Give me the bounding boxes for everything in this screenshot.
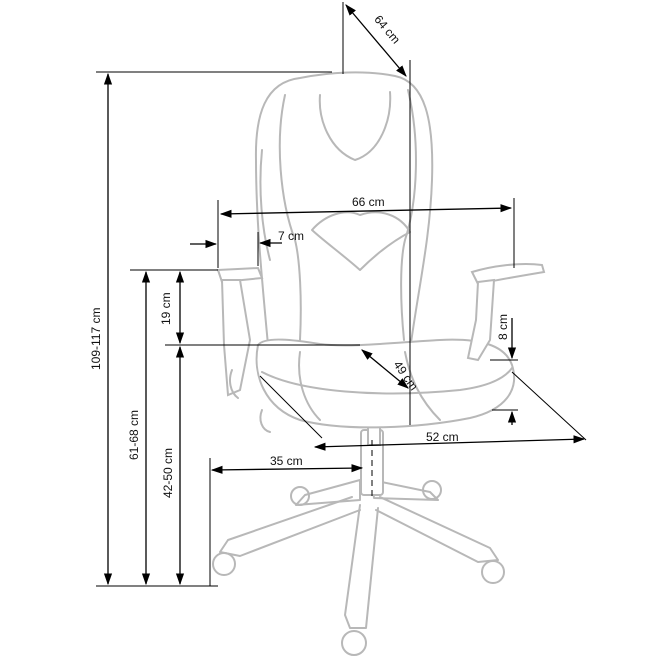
width-dimension-line (219, 204, 513, 218)
label-42-50cm: 42-50 cm (161, 448, 175, 498)
dimension-lines (96, 2, 587, 587)
seat-diagonal-dimension-line (361, 349, 409, 389)
chair-left-armrest (216, 266, 264, 399)
label-52cm: 52 cm (426, 430, 459, 444)
seat-depth-dimension-line (313, 435, 586, 451)
label-8cm: 8 cm (496, 314, 510, 340)
label-109-117cm: 109-117 cm (89, 308, 103, 370)
label-7cm: 7 cm (278, 229, 304, 243)
chair-base (212, 424, 505, 656)
label-35cm: 35 cm (270, 454, 303, 468)
depth-dimension-line (345, 4, 407, 77)
base-radius-dimension-line (210, 464, 364, 474)
label-61-68cm: 61-68 cm (127, 410, 141, 460)
label-19cm: 19 cm (159, 292, 173, 325)
chair-right-armrest (466, 262, 546, 362)
label-66cm: 66 cm (352, 195, 385, 209)
